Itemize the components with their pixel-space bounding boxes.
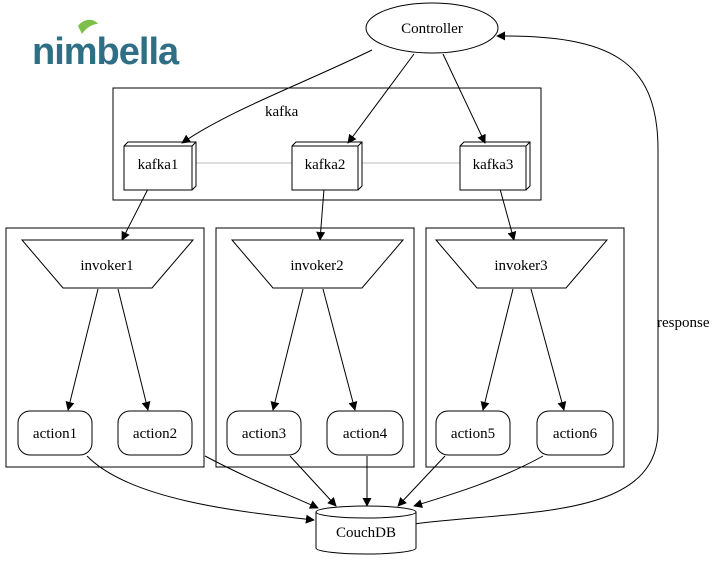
action1-node: action1 [17, 410, 93, 456]
edge-action6-couchdb [413, 455, 544, 508]
invoker2-node: invoker2 [230, 239, 405, 289]
edge-controller-kafka1 [181, 49, 373, 144]
kafka-cluster-label: kafka [265, 104, 299, 120]
invoker1-label: invoker1 [80, 258, 133, 274]
edge-controller-kafka3 [442, 53, 486, 144]
action5-label: action5 [451, 426, 495, 442]
kafka-cluster-box [112, 87, 542, 201]
invoker2-label: invoker2 [290, 258, 343, 274]
couchdb-node: CouchDB [315, 505, 417, 555]
action3-node: action3 [226, 410, 302, 456]
invoker2-cluster-box [215, 227, 415, 468]
action3-label: action3 [242, 426, 286, 442]
edge-invoker3-action5 [480, 288, 514, 411]
edge-kafka2-invoker2 [316, 188, 326, 241]
nimbella-logo: nimbella [32, 19, 181, 73]
edge-invoker2-action4 [322, 288, 358, 411]
edge-invoker1-action1 [65, 288, 99, 411]
edge-action3-couchdb [289, 455, 337, 507]
action1-label: action1 [33, 426, 77, 442]
kafka1-node: kafka1 [123, 141, 197, 191]
action2-node: action2 [117, 410, 193, 456]
kafka2-node: kafka2 [291, 141, 363, 191]
logo-wordmark: nimbella [32, 31, 180, 73]
action5-node: action5 [435, 410, 511, 456]
invoker1-cluster-box [5, 227, 205, 468]
invoker3-node: invoker3 [434, 239, 609, 289]
edge-action5-couchdb [397, 455, 446, 507]
invoker1-node: invoker1 [20, 239, 195, 289]
edge-invoker3-action6 [530, 288, 567, 411]
couchdb-label: CouchDB [336, 525, 396, 541]
action6-node: action6 [536, 410, 614, 456]
edge-action1-couchdb [86, 455, 315, 524]
invoker3-label: invoker3 [494, 258, 547, 274]
edge-kafka3-invoker3 [499, 188, 517, 241]
edge-invoker2-action3 [270, 288, 304, 411]
controller-label: Controller [401, 21, 463, 37]
edge-kafka1-invoker1 [121, 188, 149, 241]
invoker3-cluster-box [425, 227, 625, 468]
edge-controller-kafka2 [347, 53, 415, 144]
kafka1-label: kafka1 [138, 157, 179, 173]
edge-action2-couchdb [204, 455, 319, 509]
action2-label: action2 [133, 426, 177, 442]
action4-label: action4 [343, 426, 388, 442]
kafka3-node: kafka3 [459, 141, 531, 191]
response-edge-label: response [657, 315, 710, 331]
kafka2-label: kafka2 [305, 157, 346, 173]
edge-couchdb-controller-response [413, 31, 659, 525]
action6-label: action6 [553, 426, 598, 442]
logo-leaf-icon [78, 19, 98, 34]
kafka3-label: kafka3 [473, 157, 514, 173]
action4-node: action4 [326, 410, 404, 456]
edge-invoker1-action2 [117, 288, 151, 411]
controller-node: Controller [365, 2, 499, 54]
